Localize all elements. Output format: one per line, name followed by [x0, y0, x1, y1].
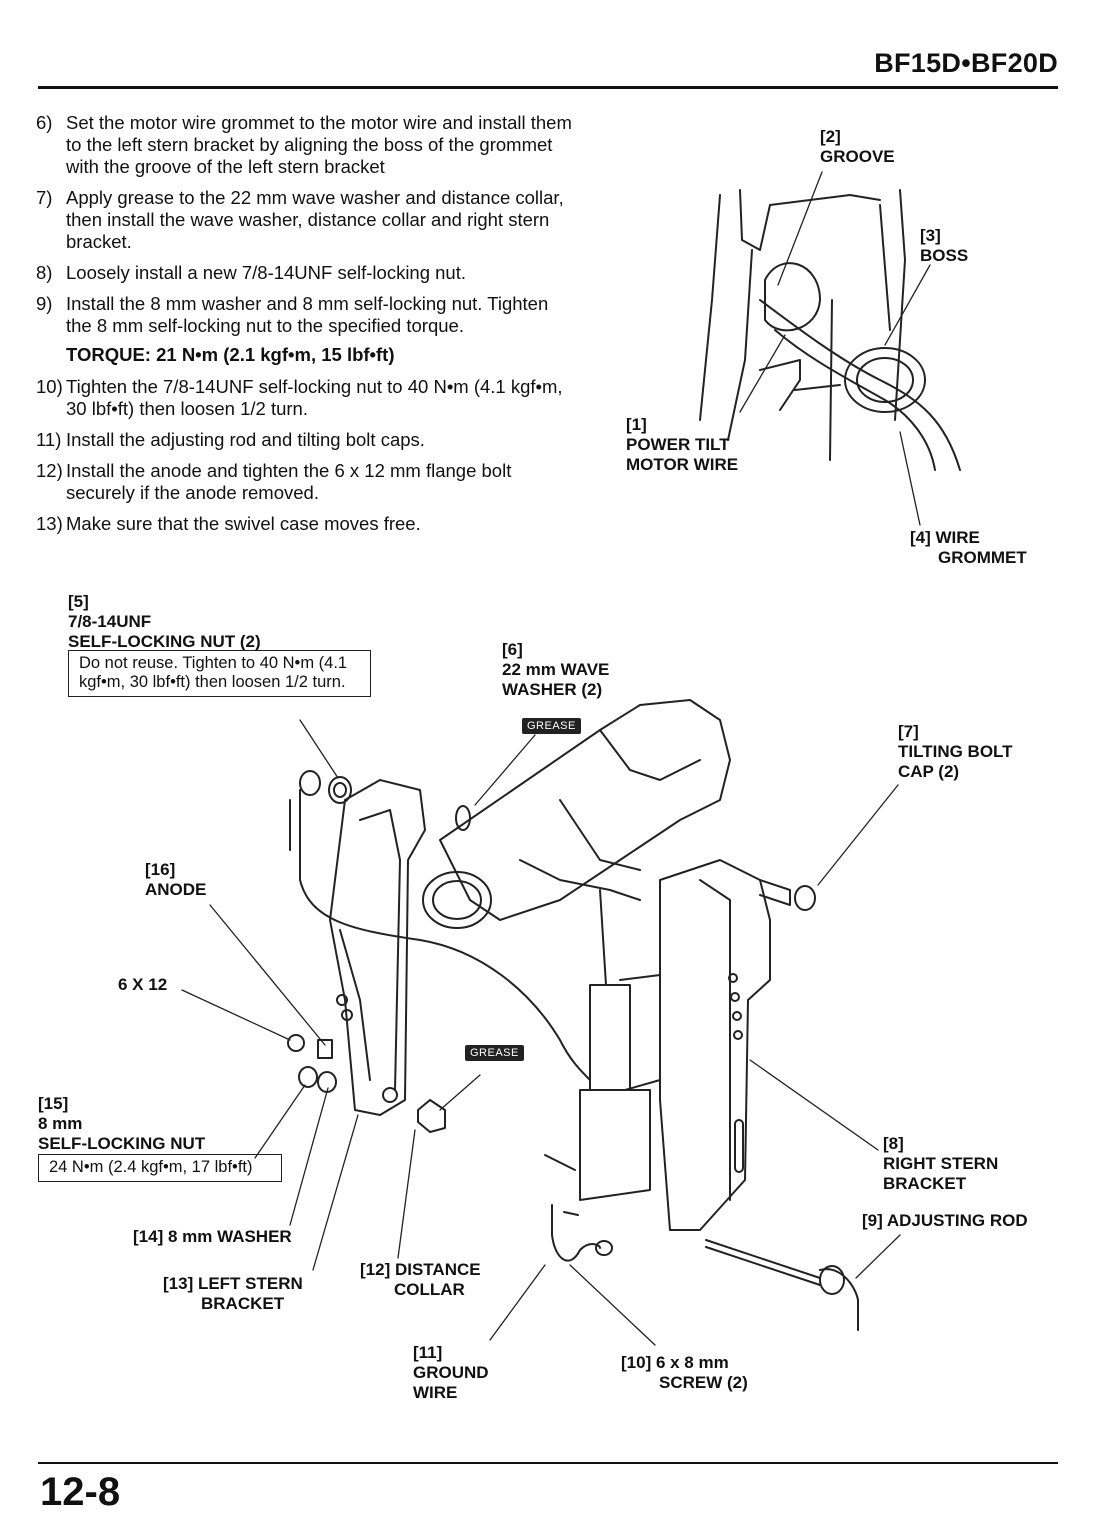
step-number: 12): [36, 460, 63, 481]
leader-tilting-cap: [817, 784, 899, 886]
leader-motor-wire: [739, 334, 786, 413]
grease-badge-washer: GREASE: [522, 718, 581, 734]
step-6: 6) Set the motor wire grommet to the moto…: [36, 112, 576, 178]
leader-nut: [299, 719, 339, 779]
step-12: 12)Install the anode and tighten the 6 x…: [36, 460, 576, 504]
torque-spec: TORQUE: 21 N•m (2.1 kgf•m, 15 lbf•ft): [66, 344, 395, 365]
step-text: Install the adjusting rod and tilting bo…: [66, 429, 425, 450]
step-9: 9) Install the 8 mm washer and 8 mm self-…: [36, 293, 576, 337]
instruction-steps: 6) Set the motor wire grommet to the moto…: [36, 112, 576, 544]
step-7: 7) Apply grease to the 22 mm wave washer …: [36, 187, 576, 253]
leader-left-bracket: [312, 1114, 359, 1271]
step-13: 13)Make sure that the swivel case moves …: [36, 513, 576, 535]
step-8: 8) Loosely install a new 7/8-14UNF self-l…: [36, 262, 576, 284]
step-number: 9): [36, 293, 53, 314]
label-groove: [2]GROOVE: [820, 127, 895, 166]
note-nut-torque: Do not reuse. Tighten to 40 N•m (4.1 kgf…: [68, 650, 371, 697]
label-8mm-washer: [14] 8 mm WASHER: [133, 1227, 292, 1246]
leader-right-bracket: [749, 1059, 879, 1151]
leader-wave-washer: [474, 734, 536, 806]
footer-divider: [38, 1462, 1058, 1464]
leader-anode: [209, 904, 326, 1046]
step-number: 13): [36, 513, 63, 534]
step-number: 6): [36, 112, 53, 133]
step-10: 10)Tighten the 7/8-14UNF self-locking nu…: [36, 376, 576, 420]
grommet-detail-figure: [699, 189, 961, 471]
label-boss: [3]BOSS: [920, 226, 969, 265]
leader-ground-wire: [489, 1264, 546, 1341]
label-6x12-bolt: 6 X 12: [118, 975, 168, 994]
step-number: 10): [36, 376, 63, 397]
step-text: Tighten the 7/8-14UNF self-locking nut t…: [66, 376, 563, 419]
step-text: Set the motor wire grommet to the motor …: [66, 112, 572, 177]
step-11: 11)Install the adjusting rod and tilting…: [36, 429, 576, 451]
grease-badge-collar: GREASE: [465, 1045, 524, 1061]
step-text: Loosely install a new 7/8-14UNF self-loc…: [66, 262, 466, 283]
page-number: 12-8: [40, 1470, 121, 1514]
leader-adjusting-rod: [855, 1234, 901, 1279]
leader-grommet: [899, 431, 921, 526]
leader-6x12: [181, 989, 291, 1041]
note-8mm-nut-torque: 24 N•m (2.4 kgf•m, 17 lbf•ft): [38, 1154, 282, 1182]
label-adjusting-rod: [9] ADJUSTING ROD: [862, 1211, 1028, 1230]
swivel-case-assembly: [287, 699, 859, 1331]
leader-8mm-nut: [254, 1084, 306, 1159]
label-anode: [16]ANODE: [145, 860, 207, 899]
step-text: Apply grease to the 22 mm wave washer an…: [66, 187, 564, 252]
leader-washer: [289, 1087, 329, 1226]
step-text: Make sure that the swivel case moves fre…: [66, 513, 421, 534]
step-number: 8): [36, 262, 53, 283]
leader-boss: [884, 264, 931, 346]
step-text: Install the anode and tighten the 6 x 12…: [66, 460, 512, 503]
leader-screw: [569, 1264, 656, 1346]
leader-groove: [777, 171, 823, 286]
step-number: 11): [36, 429, 62, 450]
leader-grease-collar: [439, 1074, 481, 1111]
leader-collar: [397, 1129, 416, 1259]
step-number: 7): [36, 187, 53, 208]
manual-model-header: BF15D•BF20D: [874, 48, 1058, 78]
step-text: Install the 8 mm washer and 8 mm self-lo…: [66, 293, 549, 336]
header-divider: [38, 86, 1058, 89]
